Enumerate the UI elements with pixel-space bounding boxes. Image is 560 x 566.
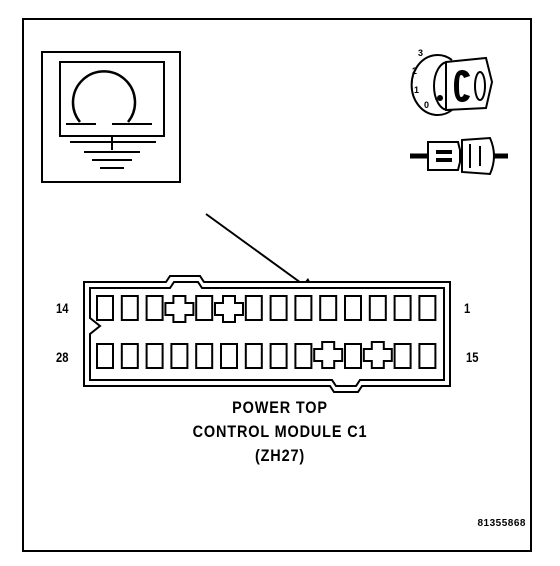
pin-cavity-cross [362, 341, 393, 369]
pin-cavity [319, 295, 338, 321]
connector-unplug-icon [410, 136, 508, 176]
caption-line-2: CONTROL MODULE C1 [192, 422, 368, 441]
pin-cavity [393, 295, 412, 321]
pin-cavity [170, 343, 189, 369]
pin-cavity [368, 295, 387, 321]
pin-cavity [96, 295, 114, 321]
pin-cavity [344, 343, 362, 369]
pin-cavity-cross [164, 295, 195, 323]
pin-cavity [120, 343, 139, 369]
pin-cavity-cross [214, 295, 244, 323]
ignition-position-3: 3 [418, 48, 424, 58]
pin-cavity [294, 343, 313, 369]
pin-cavity [244, 295, 263, 321]
pin-row-top [96, 295, 437, 323]
connector-c1 [83, 275, 451, 393]
figure-code: 81355868 [477, 518, 526, 529]
caption-line-3: (ZH27) [254, 446, 306, 465]
pin-cavity [344, 295, 362, 321]
pin-cavity [120, 295, 139, 321]
pin-cavity [96, 343, 114, 369]
pin-cavity [418, 343, 437, 369]
pin-cavity [294, 295, 313, 321]
ignition-position-0: 0 [424, 100, 430, 110]
pin-cavity [145, 295, 164, 321]
pin-label-28: 28 [56, 349, 69, 365]
caption-line-1: POWER TOP [232, 398, 328, 417]
pin-row-bottom [96, 341, 437, 369]
pin-cavity [269, 343, 288, 369]
pin-cavity [145, 343, 164, 369]
pin-cavity [269, 295, 288, 321]
pin-cavity [195, 343, 214, 369]
pin-cavity-cross [313, 341, 344, 369]
ignition-position-1: 1 [414, 85, 420, 95]
pin-cavity [220, 343, 238, 369]
pin-cavity [418, 295, 437, 321]
pin-cavity [393, 343, 412, 369]
pin-cavity [195, 295, 214, 321]
ignition-position-2: 2 [412, 66, 418, 76]
ignition-key-icon [410, 54, 494, 116]
pin-label-1: 1 [464, 300, 471, 316]
pin-label-15: 15 [466, 349, 479, 365]
diagram-frame [22, 18, 532, 552]
ohmmeter-icon [41, 51, 181, 183]
pin-label-14: 14 [56, 300, 69, 316]
pin-cavity [244, 343, 263, 369]
